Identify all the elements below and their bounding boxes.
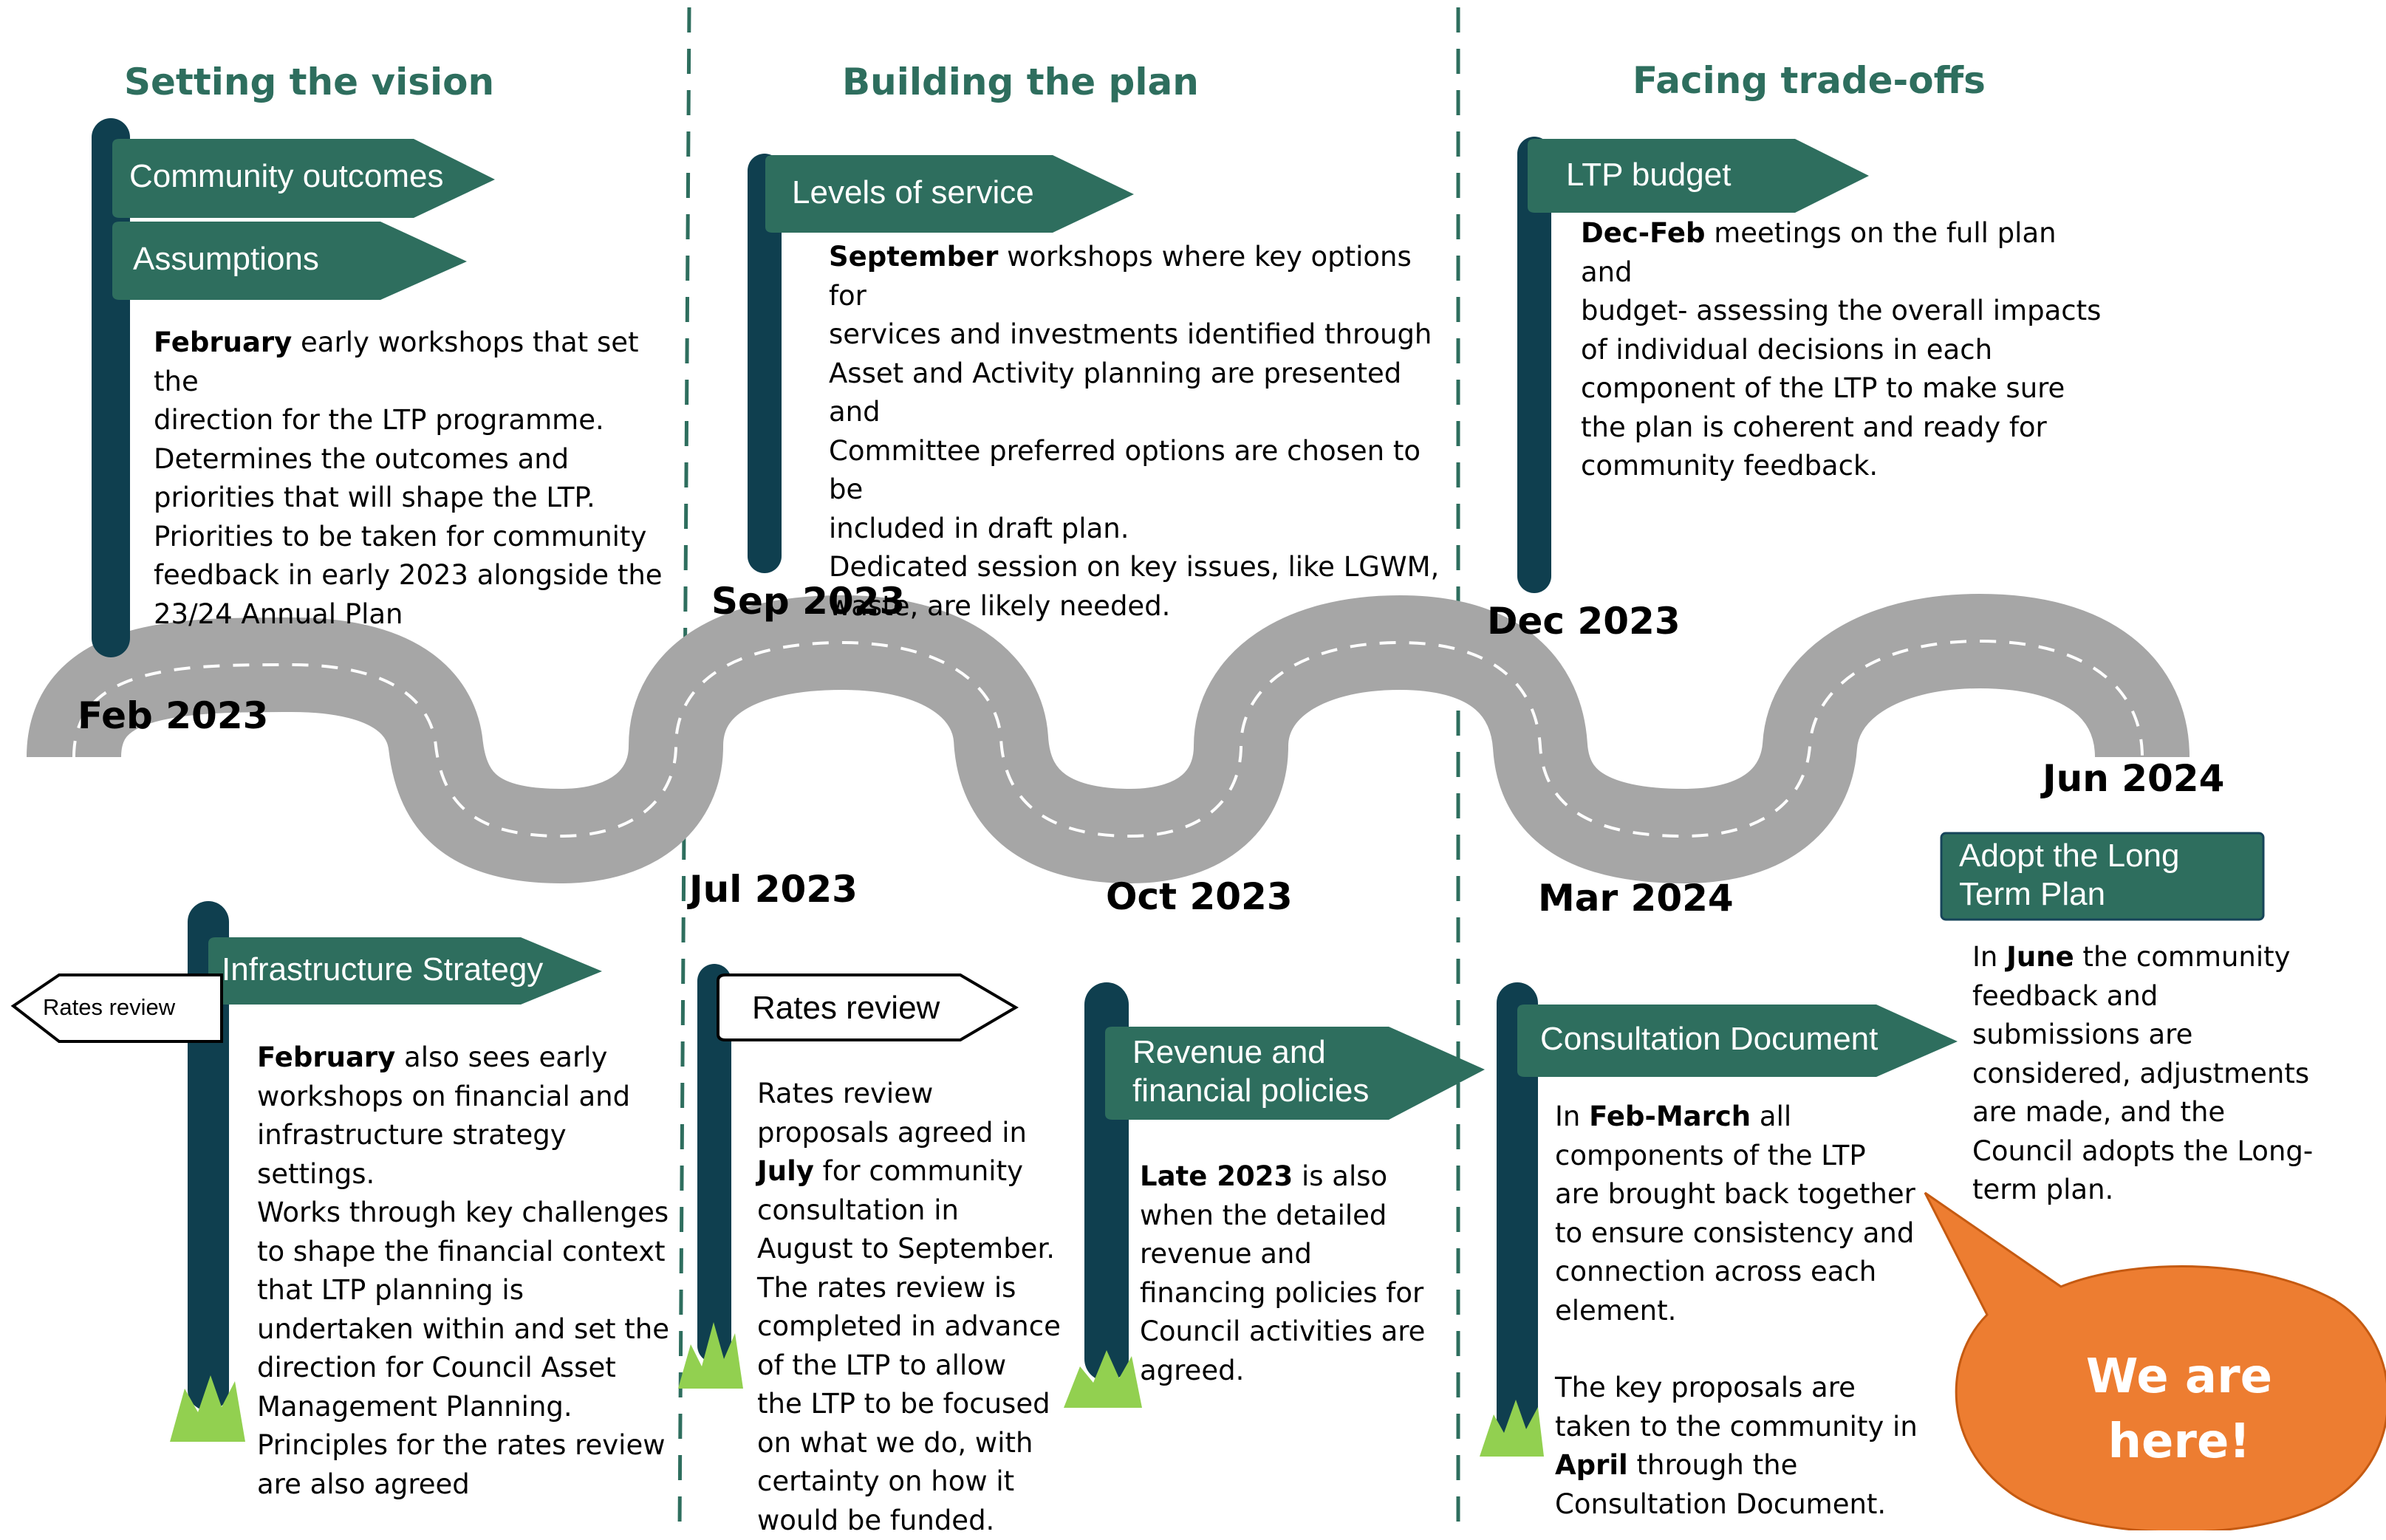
- date-mar-2024: Mar 2024: [1538, 877, 1734, 920]
- date-dec-2023: Dec 2023: [1487, 600, 1681, 643]
- sign-label-levels-of-service: Levels of service: [792, 174, 1034, 211]
- phase-heading-vision: Setting the vision: [124, 61, 495, 103]
- speech-bubble: [1924, 1191, 2386, 1530]
- post-dec-budget: [1517, 137, 1551, 593]
- sign-label-rates-review-small: Rates review: [43, 994, 176, 1020]
- sign-assumptions: [112, 222, 467, 300]
- road-centerline: [72, 639, 2144, 838]
- description-feb-vision: February early workshops that set the di…: [154, 326, 663, 630]
- date-sep-2023: Sep 2023: [711, 580, 906, 623]
- description-jul-rates: Rates review proposals agreed in July fo…: [757, 1078, 1061, 1536]
- description-feb-infra: February also sees early workshops on fi…: [257, 1041, 670, 1500]
- sign-levels-of-service: [765, 155, 1134, 233]
- description-dec-budget: Dec-Feb meetings on the full plan and bu…: [1581, 217, 2102, 482]
- sign-label-rates-review: Rates review: [752, 990, 940, 1026]
- grass-feb-infra: [170, 1375, 245, 1442]
- description-sep-service: September workshops where key options fo…: [829, 241, 1440, 622]
- post-sep-service: [748, 154, 782, 573]
- sign-label-adopt-line2: Term Plan: [1959, 876, 2106, 912]
- sign-infrastructure-strategy: [208, 937, 602, 1005]
- sign-label-community-outcomes: Community outcomes: [129, 158, 444, 194]
- grass-mar-consult: [1480, 1400, 1544, 1457]
- sign-label-infrastructure-strategy: Infrastructure Strategy: [222, 951, 544, 988]
- sign-rates-review: [717, 973, 1019, 1041]
- date-jun-2024: Jun 2024: [2043, 757, 2225, 800]
- sign-consultation-document: [1517, 1005, 1958, 1077]
- date-feb-2023: Feb 2023: [78, 694, 269, 737]
- sign-ltp-budget: [1528, 139, 1869, 213]
- sign-label-revenue-line2: financial policies: [1132, 1072, 1370, 1109]
- sign-adopt-ltp: [1940, 832, 2265, 921]
- date-jul-2023: Jul 2023: [689, 868, 858, 911]
- speech-bubble-text: We are here!: [2085, 1349, 2273, 1469]
- description-mar-consult: In Feb-March all components of the LTP a…: [1555, 1101, 1918, 1520]
- sign-community-outcomes: [112, 139, 495, 218]
- grass-oct-revenue: [1064, 1350, 1142, 1408]
- sign-label-ltp-budget: LTP budget: [1566, 157, 1732, 193]
- date-oct-2023: Oct 2023: [1106, 875, 1293, 918]
- sign-label-revenue-line1: Revenue and: [1132, 1034, 1326, 1070]
- post-mar-consult: [1497, 982, 1538, 1440]
- post-jul-rates: [697, 964, 731, 1363]
- grass-jul-rates: [678, 1322, 743, 1389]
- phase-heading-tradeoffs: Facing trade-offs: [1633, 59, 1986, 102]
- sign-label-consultation-document: Consultation Document: [1540, 1021, 1879, 1057]
- description-oct-revenue: Late 2023 is also when the detailed reve…: [1140, 1160, 1426, 1386]
- sign-label-adopt-line1: Adopt the Long: [1959, 838, 2180, 874]
- sign-rates-review-small: [10, 973, 223, 1043]
- description-jun-adopt: In June the community feedback and submi…: [1972, 941, 2314, 1205]
- sign-revenue-policies: [1105, 1027, 1485, 1120]
- phase-heading-plan: Building the plan: [842, 61, 1199, 103]
- sign-label-assumptions: Assumptions: [133, 241, 319, 277]
- road: [27, 593, 2190, 884]
